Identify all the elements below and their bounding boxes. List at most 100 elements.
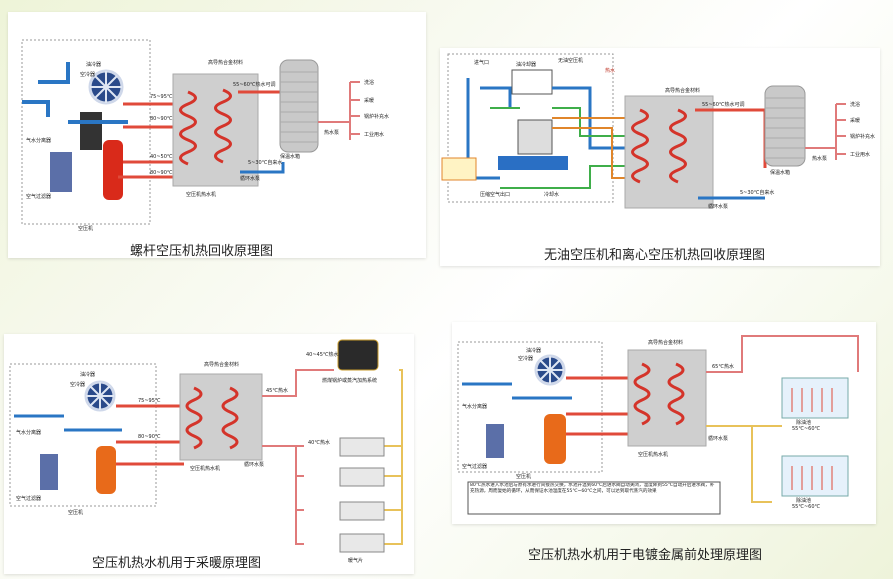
motor-icon — [80, 112, 102, 150]
cold-in-label: 5~30℃自来水 — [248, 159, 282, 166]
hot-2: 45℃热水 — [266, 387, 288, 394]
filter-label: 空气过滤器 — [26, 193, 51, 200]
use-2: 锅炉补充水 — [850, 133, 875, 140]
caption-heating: 空压机热水机用于采暖原理图 — [92, 556, 262, 571]
hx-label: 空压机热水机 — [186, 191, 216, 198]
use-3: 工业用水 — [850, 151, 870, 158]
material-label: 高导热合金材料 — [648, 339, 683, 346]
compressor-label: 空压机 — [68, 509, 83, 516]
tank2-label: 除油池 — [796, 497, 811, 504]
filter-label: 空气过滤器 — [16, 495, 41, 502]
inlet-label: 进气口 — [474, 59, 489, 66]
booster-label: 热水泵 — [812, 155, 827, 162]
pump-label: 循环水泵 — [708, 203, 728, 210]
note-text: 80℃热水进入水池后与原有水进行间接热交换，水池升温到60℃后进水阀自动关闭，温… — [470, 483, 715, 494]
hx-label: 空压机热水机 — [638, 451, 668, 458]
oil-cooler-label: 油冷器 — [526, 347, 541, 354]
compressor-label: 空压机 — [78, 225, 93, 232]
core-unit — [517, 119, 553, 155]
oil-cooler-label: 油冷器 — [80, 371, 95, 378]
material-label: 高导热合金材料 — [204, 361, 239, 368]
outlet-label: 压缩空气出口 — [480, 191, 510, 198]
heat-exchanger-box — [624, 95, 714, 209]
temp-2: 80~90℃ — [150, 116, 173, 122]
use-0: 洗浴 — [364, 79, 374, 86]
separator-tank-icon — [103, 140, 123, 200]
heat-exchanger-box — [179, 373, 263, 461]
temp-4: 80~90℃ — [150, 170, 173, 176]
oilfree-recovery-diagram: 无油空压机 油冷却器 进气口 热水 高导热合金材料 55~60℃热水可调 5~3… — [441, 53, 875, 210]
degreasing-tank-2 — [781, 455, 849, 497]
compressor-frame — [447, 53, 614, 203]
use-1: 采暖 — [850, 117, 860, 124]
material-label: 高导热合金材料 — [665, 87, 700, 94]
radiator-icons — [339, 437, 385, 553]
tank2-temp: 55℃~60℃ — [792, 504, 821, 510]
hot-out-label: 55~60℃热水可调 — [702, 101, 745, 108]
hot-3: 40℃热水 — [308, 439, 330, 446]
air-cooler-label: 空冷器 — [80, 71, 95, 78]
separator-tank-icon — [544, 414, 566, 464]
filter-label: 空气过滤器 — [462, 463, 487, 470]
compressor-frame — [9, 363, 157, 507]
oil-cooler-label: 油冷器 — [86, 61, 101, 68]
air-filter-icon — [486, 424, 504, 458]
hx-label: 空压机热水机 — [190, 465, 220, 472]
separator-label: 气水分离器 — [26, 137, 51, 144]
compressor-frame — [457, 341, 603, 473]
pump-label: 循环水泵 — [240, 175, 260, 182]
heating-diagram: 油冷器 空冷器 气水分离器 空气过滤器 空压机 空压机热水机 高导热合金材料 燃… — [9, 339, 403, 564]
cooler-box — [511, 69, 553, 95]
degreasing-tank-1 — [781, 377, 849, 419]
heat-exchanger-box — [627, 349, 707, 447]
tank1-label: 除油池 — [796, 419, 811, 426]
insulated-tank-icon — [764, 85, 806, 167]
hot-1: 40~45℃热水 — [306, 351, 339, 358]
insulated-tank-icon — [279, 59, 319, 153]
air-cooler-label: 空冷器 — [70, 381, 85, 388]
plating-diagram: 油冷器 空冷器 气水分离器 空气过滤器 空压机 空压机热水机 高导热合金材料 6… — [457, 335, 859, 515]
boiler-label: 燃煤锅炉或蒸汽加热系统 — [322, 377, 377, 384]
air-cooler-label: 空冷器 — [518, 355, 533, 362]
air-filter-icon — [50, 152, 72, 192]
use-1: 采暖 — [364, 97, 374, 104]
diagram-panel-heating: 油冷器 空冷器 气水分离器 空气过滤器 空压机 空压机热水机 高导热合金材料 燃… — [4, 334, 414, 574]
hot-out-label: 55~60℃热水可调 — [233, 81, 276, 88]
cold-in-label: 5~30℃自来水 — [740, 189, 774, 196]
separator-tank-icon — [96, 446, 116, 494]
caption-screw: 螺杆空压机热回收原理图 — [130, 244, 274, 259]
compressor-frame — [21, 39, 151, 225]
temp-3: 40~50℃ — [150, 154, 173, 160]
use-0: 洗浴 — [850, 101, 860, 108]
use-2: 锅炉补充水 — [364, 113, 389, 120]
temp-2: 80~90℃ — [138, 434, 161, 440]
boiler-icon — [337, 339, 379, 371]
tank-label: 保温水箱 — [770, 169, 790, 176]
cooler-label: 油冷却器 — [516, 61, 536, 68]
tank-label: 保温水箱 — [280, 153, 300, 160]
booster-label: 热水泵 — [324, 129, 339, 136]
diagram-panel-oilfree: 无油空压机 油冷却器 进气口 热水 高导热合金材料 55~60℃热水可调 5~3… — [440, 48, 880, 266]
compressor-label: 空压机 — [516, 473, 531, 480]
water-cooler-icon — [498, 156, 568, 170]
callout-box — [441, 157, 477, 181]
radiator-label: 暖气片 — [348, 557, 363, 564]
separator-label: 气水分离器 — [462, 403, 487, 410]
cool-water-label: 冷却水 — [544, 191, 559, 198]
diagram-panel-plating: 油冷器 空冷器 气水分离器 空气过滤器 空压机 空压机热水机 高导热合金材料 6… — [452, 322, 876, 524]
pump-label: 循环水泵 — [708, 435, 728, 442]
note-box — [467, 481, 721, 515]
main-label: 无油空压机 — [558, 57, 583, 64]
caption-oilfree: 无油空压机和离心空压机热回收原理图 — [544, 248, 766, 263]
tank1-temp: 55℃~60℃ — [792, 426, 821, 432]
hot-water-label: 热水 — [605, 67, 615, 74]
material-label: 高导热合金材料 — [208, 59, 243, 66]
pump-label: 循环水泵 — [244, 461, 264, 468]
caption-plating: 空压机热水机用于电镀金属前处理原理图 — [528, 548, 763, 563]
air-filter-icon — [40, 454, 58, 490]
screw-recovery-diagram: 油冷器 空冷器 气水分离器 空气过滤器 空压机 空压机热水机 高导热合金材料 5… — [21, 39, 389, 232]
hot-1: 65℃热水 — [712, 363, 734, 370]
diagram-panel-screw: 油冷器 空冷器 气水分离器 空气过滤器 空压机 空压机热水机 高导热合金材料 5… — [8, 12, 426, 259]
separator-label: 气水分离器 — [16, 429, 41, 436]
temp-1: 75~95℃ — [138, 398, 161, 404]
